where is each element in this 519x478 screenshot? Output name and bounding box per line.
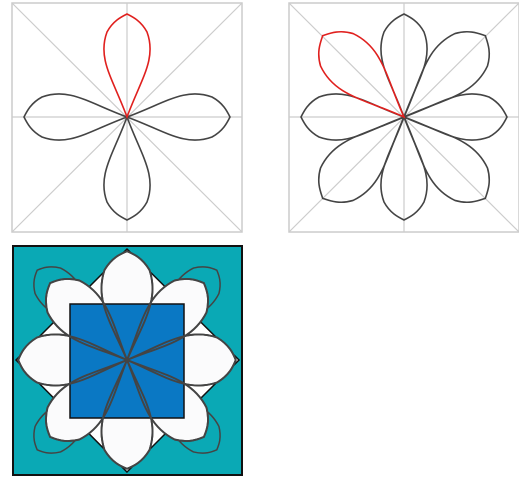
panel-four-petals <box>12 3 242 232</box>
panel-eight-petals <box>289 3 519 232</box>
panel-colored-tile <box>13 246 242 475</box>
